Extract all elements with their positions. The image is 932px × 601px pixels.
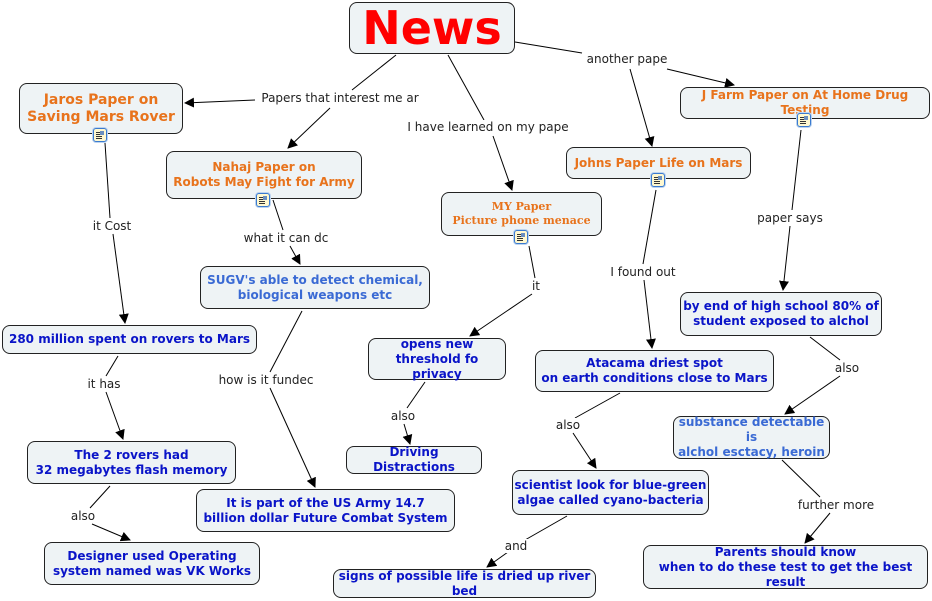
root-concept-news[interactable]: News (349, 2, 515, 54)
link-label[interactable]: also (69, 509, 97, 523)
link-label[interactable]: it has (86, 377, 122, 391)
link-label[interactable]: also (833, 361, 861, 375)
concept-280-million[interactable]: 280 million spent on rovers to Mars (2, 325, 257, 354)
link-label[interactable]: what it can dc (242, 231, 330, 245)
concept-jaros-paper[interactable]: Jaros Paper on Saving Mars Rover (19, 83, 183, 134)
link-label[interactable]: also (389, 409, 417, 423)
link-label[interactable]: also (554, 418, 582, 432)
concept-opens-threshold[interactable]: opens new threshold fo privacy (368, 337, 506, 381)
concept-by-end-high-school[interactable]: by end of high school 80% of student exp… (680, 292, 882, 336)
link-label[interactable]: I found out (609, 265, 677, 279)
link-label[interactable]: and (503, 539, 529, 553)
concept-nahaj-paper[interactable]: Nahaj Paper on Robots May Fight for Army (166, 151, 362, 199)
link-label[interactable]: Papers that interest me ar (260, 91, 420, 105)
link-label[interactable]: it (530, 279, 542, 293)
document-icon[interactable] (651, 173, 665, 187)
concept-parents[interactable]: Parents should know when to do these tes… (643, 545, 928, 589)
concept-driving-distractions[interactable]: Driving Distractions (346, 445, 482, 474)
concept-designer[interactable]: Designer used Operating system named was… (44, 542, 260, 585)
document-icon[interactable] (797, 113, 811, 127)
concept-substance-detectable[interactable]: substance detectable is alchol esctacy, … (673, 415, 830, 459)
concept-atacama[interactable]: Atacama driest spot on earth conditions … (535, 350, 774, 392)
link-label[interactable]: another pape (585, 52, 669, 66)
link-label[interactable]: it Cost (91, 219, 133, 233)
link-label[interactable]: paper says (756, 211, 824, 225)
concept-scientist[interactable]: scientist look for blue-green algae call… (512, 470, 709, 515)
link-label[interactable]: further more (796, 498, 876, 512)
link-label[interactable]: how is it fundec (217, 373, 315, 387)
document-icon[interactable] (93, 128, 107, 142)
link-label[interactable]: I have learned on my pape (406, 120, 570, 134)
document-icon[interactable] (256, 193, 270, 207)
concept-us-army[interactable]: It is part of the US Army 14.7 billion d… (196, 489, 455, 532)
concept-signs-of-life[interactable]: signs of possible life is dried up river… (333, 569, 596, 598)
concept-2-rovers[interactable]: The 2 rovers had 32 megabytes flash memo… (27, 441, 236, 484)
concept-sugv[interactable]: SUGV's able to detect chemical, biologic… (200, 266, 430, 309)
document-icon[interactable] (514, 230, 528, 244)
